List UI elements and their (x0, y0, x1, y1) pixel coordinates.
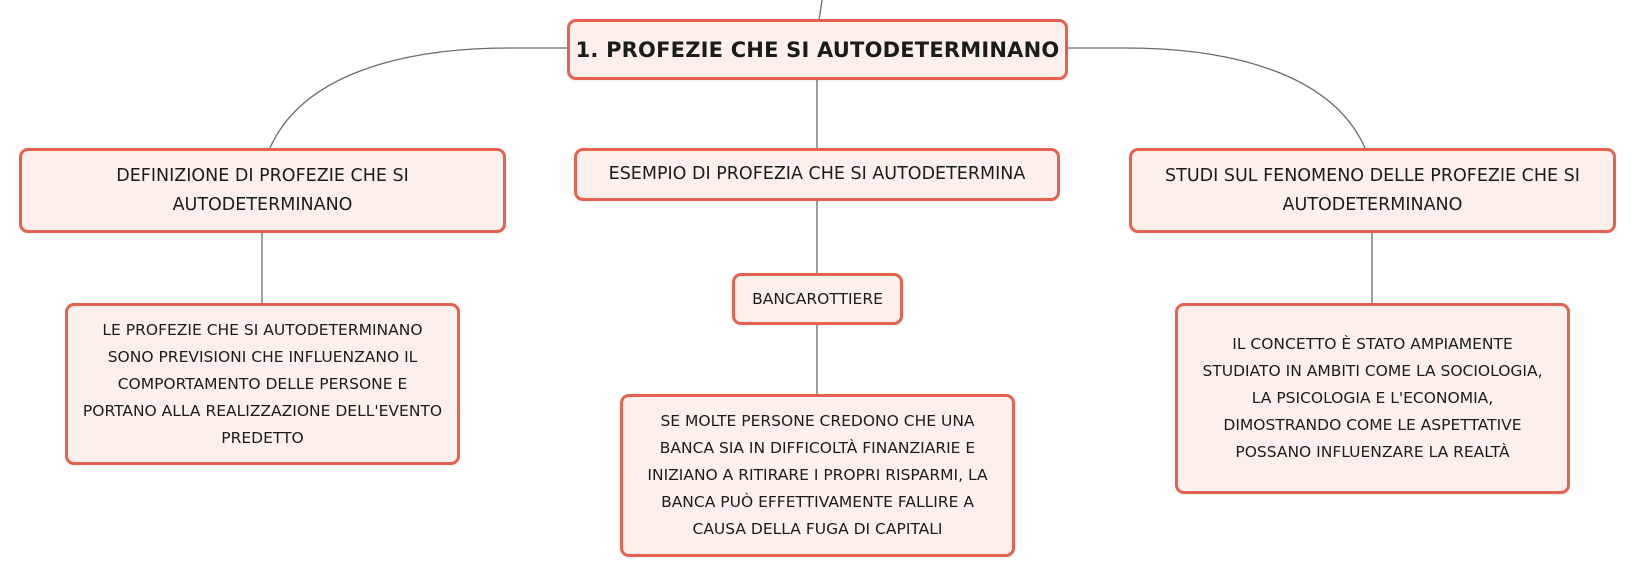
esempio-detail-node[interactable]: SE MOLTE PERSONE CREDONO CHE UNA BANCA S… (620, 394, 1015, 557)
root-node[interactable]: 1. PROFEZIE CHE SI AUTODETERMINANO (567, 19, 1068, 80)
connector-parent-to-root (818, 0, 823, 20)
studi-node[interactable]: STUDI SUL FENOMENO DELLE PROFEZIE CHE SI… (1129, 148, 1616, 233)
esempio-node[interactable]: ESEMPIO DI PROFEZIA CHE SI AUTODETERMINA (574, 148, 1060, 201)
bancarottiere-node-label: BANCAROTTIERE (752, 289, 883, 308)
definizione-node-label: DEFINIZIONE DI PROFEZIE CHE SI AUTODETER… (116, 165, 409, 215)
root-node-label: 1. PROFEZIE CHE SI AUTODETERMINANO (575, 37, 1060, 62)
studi-detail-node[interactable]: IL CONCETTO È STATO AMPIAMENTE STUDIATO … (1175, 303, 1570, 494)
studi-node-label: STUDI SUL FENOMENO DELLE PROFEZIE CHE SI… (1165, 165, 1580, 215)
definizione-node[interactable]: DEFINIZIONE DI PROFEZIE CHE SI AUTODETER… (19, 148, 506, 233)
connector-root-to-definizione (269, 47, 567, 149)
connector-root-to-studi (1068, 47, 1366, 149)
bancarottiere-node[interactable]: BANCAROTTIERE (732, 273, 903, 325)
esempio-detail-text: SE MOLTE PERSONE CREDONO CHE UNA BANCA S… (647, 412, 988, 538)
definizione-detail-text: LE PROFEZIE CHE SI AUTODETERMINANO SONO … (82, 320, 443, 447)
definizione-detail-node[interactable]: LE PROFEZIE CHE SI AUTODETERMINANO SONO … (65, 303, 460, 465)
esempio-node-label: ESEMPIO DI PROFEZIA CHE SI AUTODETERMINA (608, 164, 1026, 184)
studi-detail-text: IL CONCETTO È STATO AMPIAMENTE STUDIATO … (1202, 335, 1543, 461)
